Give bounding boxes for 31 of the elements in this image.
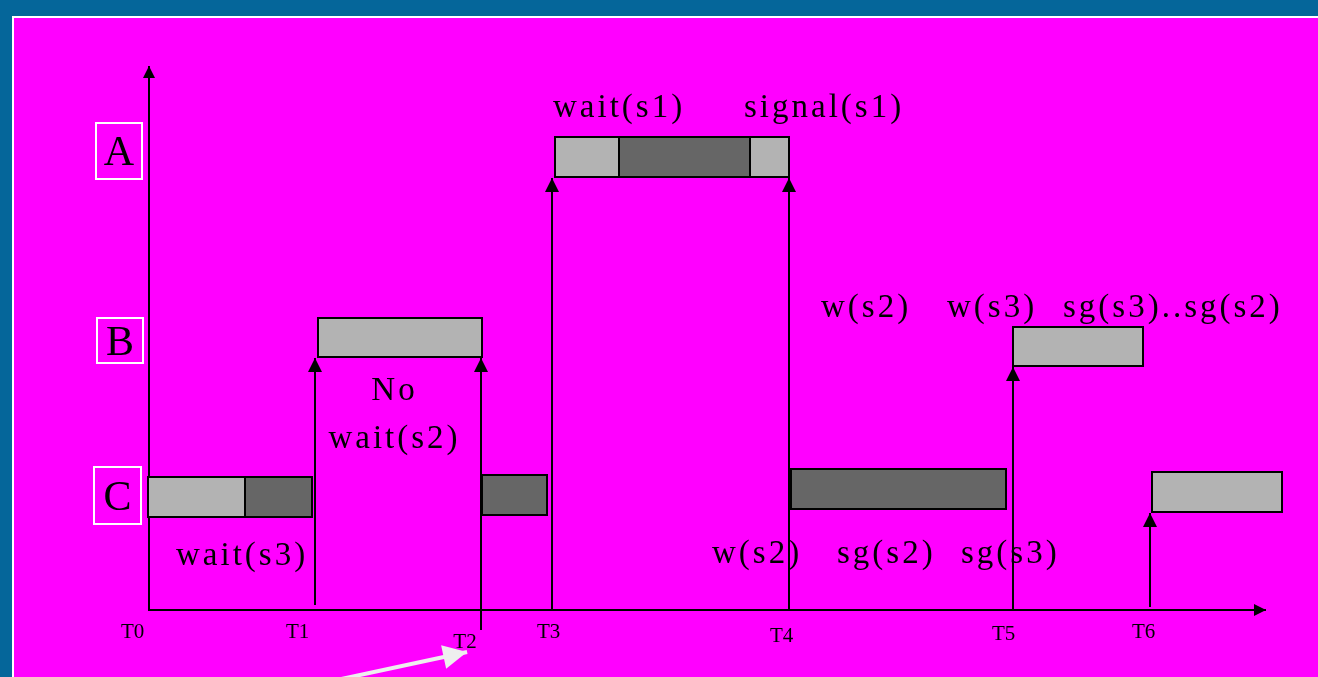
operation-label: signal(s1) [744, 90, 905, 123]
time-label: T4 [770, 625, 794, 646]
time-label: T2 [444, 630, 486, 652]
time-label: T6 [1132, 621, 1156, 642]
timeline-bar [317, 317, 483, 358]
operation-label: sg(s2) [837, 536, 936, 569]
arrow [1006, 366, 1020, 611]
process-label: B [96, 317, 144, 364]
operation-label: wait(s3) [176, 538, 309, 571]
timeline-bar [481, 474, 548, 516]
operation-label: w(s2) [821, 290, 912, 323]
arrow [308, 357, 322, 606]
operation-label: wait(s1) [553, 90, 686, 123]
timeline-bar [790, 468, 1007, 510]
timeline-bar [1151, 471, 1283, 513]
time-label: T1 [286, 621, 310, 642]
operation-label: w(s3) [947, 290, 1038, 323]
time-label: T3 [537, 621, 561, 642]
arrow [1143, 512, 1157, 608]
time-label: T0 [121, 621, 145, 642]
timeline-bar [554, 136, 790, 178]
process-label: A [95, 122, 143, 180]
timeline-bar [147, 476, 313, 518]
process-label: C [93, 466, 142, 525]
arrow [474, 357, 488, 631]
operation-label: sg(s3)..sg(s2) [1063, 290, 1283, 323]
arrow [782, 177, 796, 611]
time-label: T5 [992, 623, 1016, 644]
operation-label: No wait(s2) [327, 370, 462, 457]
arrow [545, 177, 559, 611]
timeline-bar [1012, 326, 1144, 367]
